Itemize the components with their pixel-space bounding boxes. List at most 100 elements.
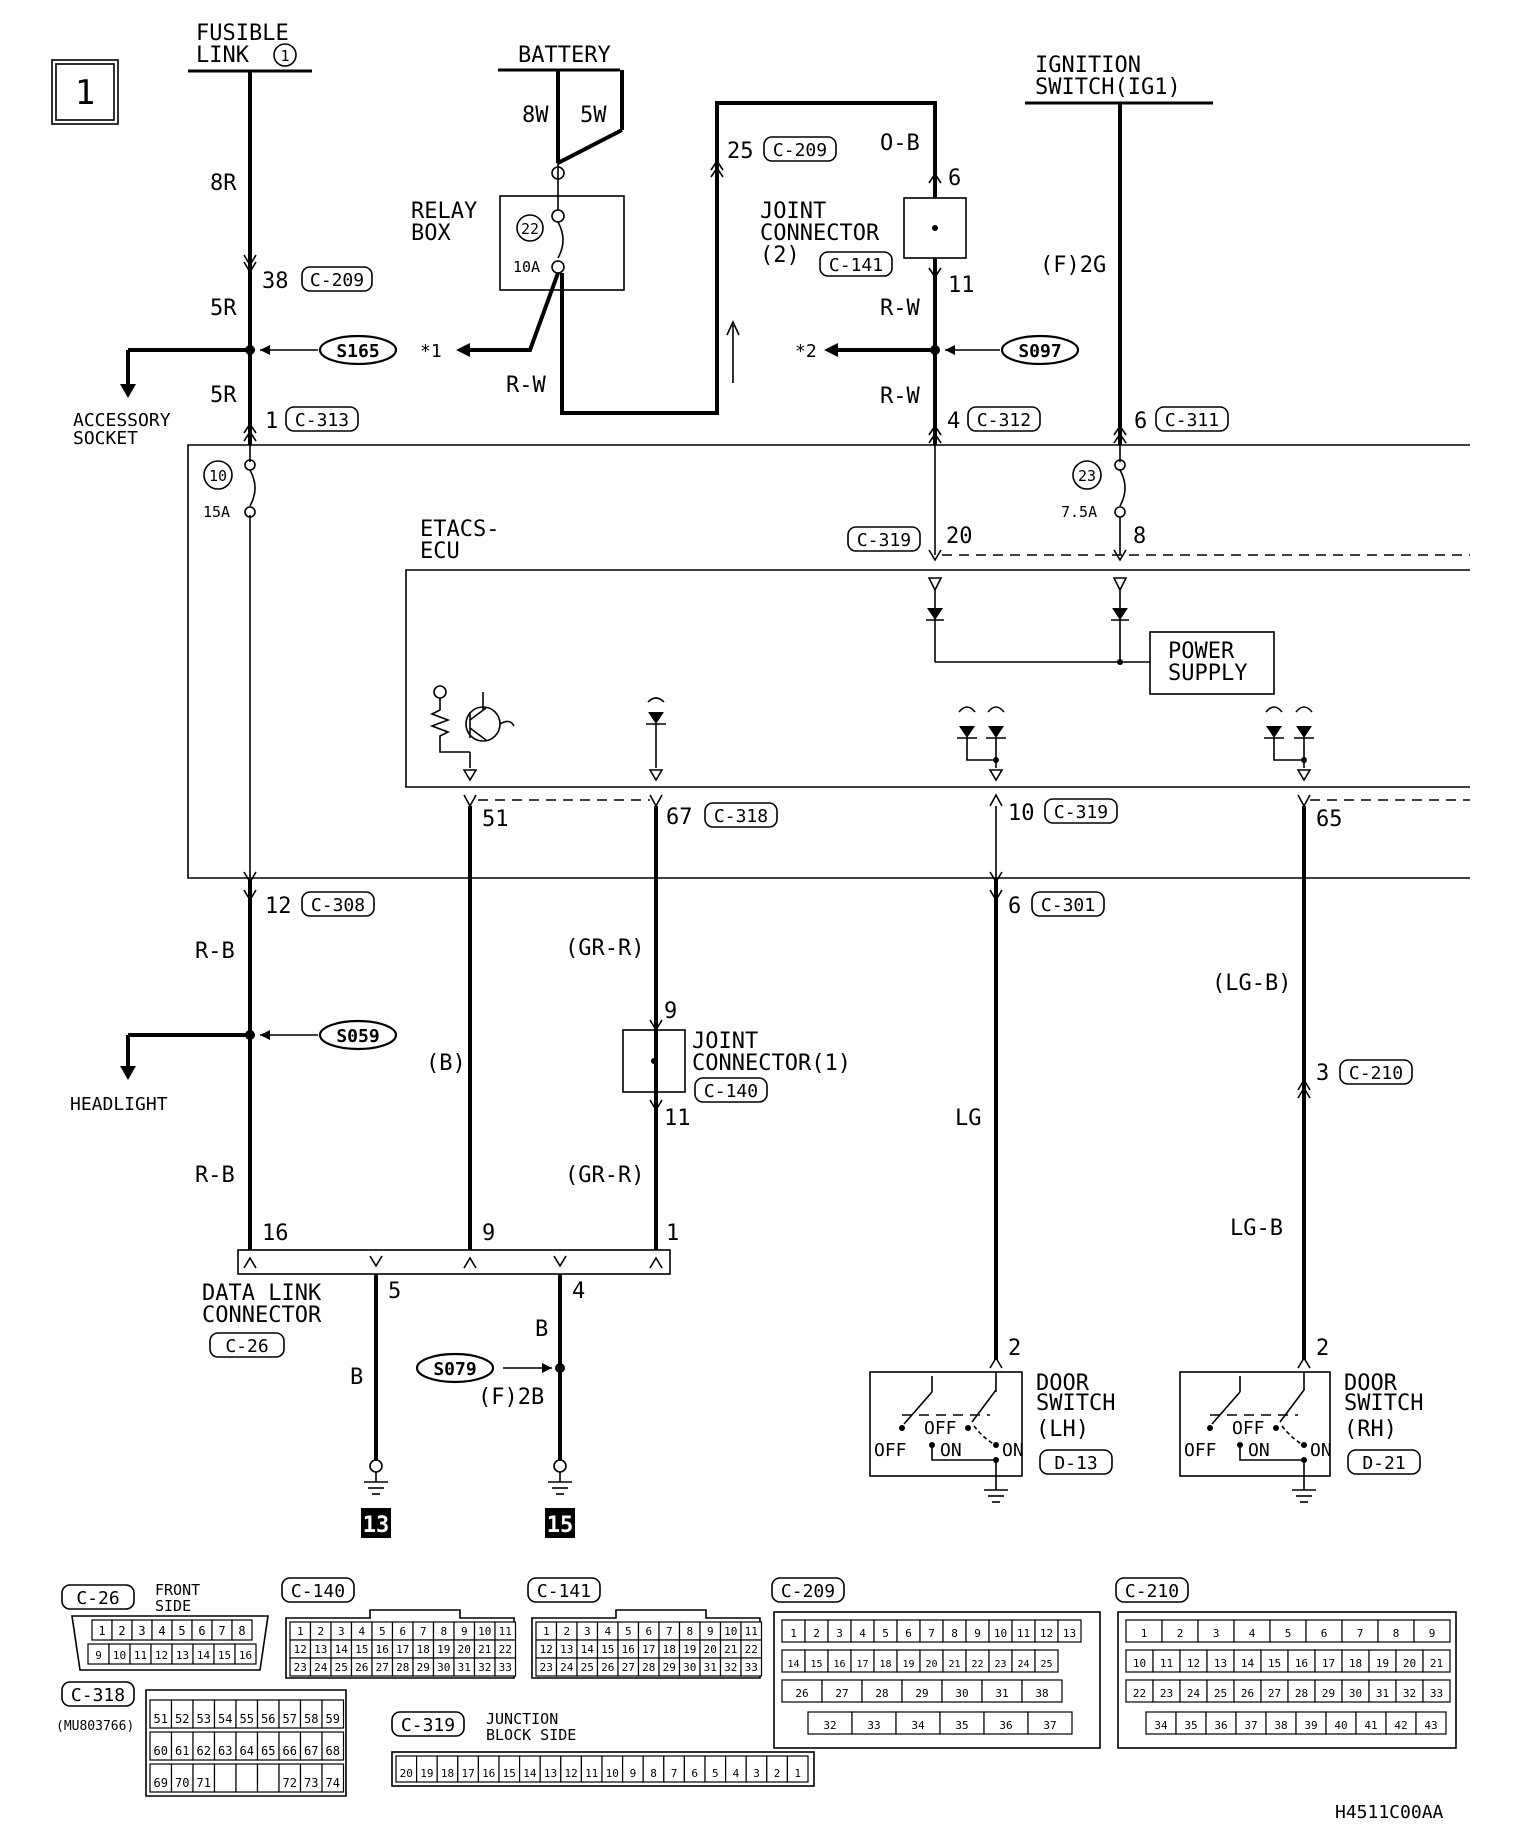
pin-label: 33 [745,1661,758,1674]
pin-1b: 1 [666,1221,679,1246]
door-rh-label-2: SWITCH [1344,1391,1423,1416]
relay-box-label-1: RELAY [411,199,477,224]
pin-label: 3 [1213,1627,1220,1640]
pin-label: 1 [1141,1627,1148,1640]
pin-label: 14 [197,1649,211,1662]
power-supply-label-2: SUPPLY [1168,661,1247,686]
joint2-label-1: JOINT [760,199,826,224]
pin-label: 8 [686,1625,693,1638]
pin-6c: 6 [1008,894,1021,919]
pin-label: 25 [581,1661,594,1674]
splice-s079 [415,1352,495,1384]
pin-label: 14 [523,1767,537,1780]
pin-label: 21 [724,1643,737,1656]
pin-label: 22 [971,1659,983,1670]
relay-box-label-2: BOX [411,221,451,246]
pin-cell [1422,1649,1451,1673]
view-c141-title: C-141 [537,1581,591,1602]
pin-label: 19 [683,1643,696,1656]
pin-label: 41 [1364,1719,1377,1732]
pin-label: 9 [461,1625,468,1638]
connector-c308: C-308 [311,895,365,916]
pin-label: 10 [1133,1657,1146,1670]
ignition-switch-label-1: IGNITION [1035,53,1141,78]
pin-label: 20 [1403,1657,1416,1670]
pin-label: 8 [1393,1627,1400,1640]
pin-cell [494,1657,517,1677]
pin-2b: 2 [1316,1336,1329,1361]
pin-label: 10 [994,1627,1007,1640]
pin-51: 51 [482,807,509,832]
pin-label: 14 [335,1643,349,1656]
pin-cell [213,1763,237,1793]
pin-label: 7 [420,1625,427,1638]
pin-label: 10 [606,1767,619,1780]
pin-label: 11 [745,1625,758,1638]
pin-label: 20 [925,1659,937,1670]
pin-67: 67 [666,805,693,830]
pin-label: 16 [1295,1657,1308,1670]
pin-label: 18 [441,1767,454,1780]
etacs-ecu [405,569,1470,788]
wire-color-rb-b: R-B [195,1163,235,1188]
pin-label: 33 [499,1661,512,1674]
pin-label: 34 [1154,1719,1168,1732]
pin-11b: 11 [664,1106,691,1131]
pin-label: 4 [604,1625,611,1638]
pin-label: 15 [601,1643,614,1656]
pin-label: 9 [707,1625,714,1638]
view-c210-title: C-210 [1125,1581,1179,1602]
pin-25: 25 [727,139,754,164]
ground-13: 13 [361,1459,391,1538]
pin-label: 40 [1334,1719,1347,1732]
pin-label: 13 [1214,1657,1227,1670]
pin-label: 33 [1430,1687,1443,1700]
wire-color-f2g: (F)2G [1040,253,1106,278]
pin-10: 10 [1008,801,1035,826]
pin-label: 22 [499,1643,512,1656]
pin-label: 11 [1017,1627,1030,1640]
pin-cell [1034,1649,1059,1673]
splice-s079-label: S079 [433,1359,476,1380]
pin-label: 56 [261,1712,275,1726]
pin-label: 39 [1304,1719,1317,1732]
pin-label: 25 [1214,1687,1227,1700]
pin-label: 12 [540,1643,553,1656]
pin-label: 23 [1160,1687,1173,1700]
pin-5: 5 [388,1279,401,1304]
pin-9: 9 [664,999,677,1024]
pin-cell [256,1763,280,1793]
pin-label: 32 [1403,1687,1416,1700]
pin-label: 36 [999,1719,1012,1732]
pin-label: 17 [642,1643,655,1656]
wire-color-rw-relay: R-W [506,373,546,398]
pin-label: 15 [1268,1657,1281,1670]
pin-label: 10 [478,1625,491,1638]
pin-label: 37 [1244,1719,1257,1732]
pin-label: 72 [283,1776,297,1790]
pin-cell [1415,1711,1447,1735]
door-lh-on-2: ON [1002,1440,1024,1461]
pin-label: 8 [650,1767,657,1780]
pin-label: 30 [437,1661,450,1674]
pin-16: 16 [262,1221,289,1246]
pin-3: 3 [1316,1061,1329,1086]
pin-label: 31 [458,1661,471,1674]
pin-label: 5 [625,1625,632,1638]
view-c26-shell [71,1615,269,1671]
pin-label: 19 [902,1659,914,1670]
ecu-internal-circuits [429,685,1314,782]
joint2-label-3: (2) [760,243,800,268]
pin-label: 31 [704,1661,717,1674]
pin-cell [740,1657,763,1677]
star2-label: *2 [795,341,817,362]
pin-cell [1422,1679,1451,1703]
fusible-link-number-circle [273,43,297,67]
pin-label: 22 [745,1643,758,1656]
pin-label: 28 [875,1687,888,1700]
pin-label: 5 [178,1624,185,1638]
pin-label: 4 [859,1627,866,1640]
pin-cell [231,1619,253,1641]
connector-c312: C-312 [977,410,1031,431]
